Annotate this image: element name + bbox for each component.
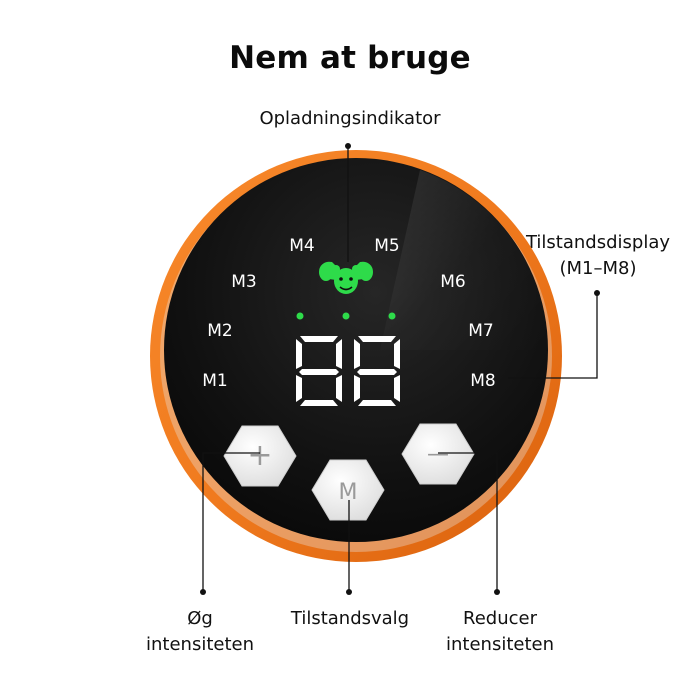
increase-intensity-button[interactable]: +	[223, 425, 297, 487]
screen-glare	[380, 170, 548, 350]
mode-label-m8: M8	[470, 371, 495, 391]
mode-label-m5: M5	[374, 236, 399, 256]
callout-charging-indicator: Opladningsindikator	[259, 108, 441, 129]
indicator-dot-center	[342, 312, 350, 320]
callout-dot-mode-display	[594, 290, 600, 296]
minus-icon: —	[427, 442, 449, 467]
callout-dot-mode-select	[346, 589, 352, 595]
plus-icon: +	[247, 438, 272, 473]
page-title: Nem at bruge	[229, 40, 471, 76]
callout-mode-display: Tilstandsdisplay (M1–M8)	[525, 232, 671, 279]
indicator-dot-right	[388, 312, 396, 320]
mode-label-m2: M2	[207, 321, 232, 341]
callout-line-decrease	[438, 452, 498, 592]
mode-label-m7: M7	[468, 321, 493, 341]
mode-label-m4: M4	[289, 236, 314, 256]
callout-increase-intensity: Øg intensiteten	[146, 608, 254, 655]
callout-dot-increase	[200, 589, 206, 595]
mode-label-m3: M3	[231, 272, 256, 292]
digit-left	[296, 336, 342, 406]
callout-decrease-intensity: Reducer intensiteten	[446, 608, 554, 655]
seven-segment-display	[296, 336, 400, 406]
callout-dots	[200, 143, 600, 595]
mode-select-button[interactable]: M	[311, 459, 385, 521]
callout-dot-charging	[345, 143, 351, 149]
callout-line-mode-display	[508, 293, 598, 379]
decrease-intensity-button[interactable]: —	[401, 423, 475, 485]
digit-right	[354, 336, 400, 406]
mode-label-m6: M6	[440, 272, 465, 292]
indicator-dot-left	[296, 312, 304, 320]
muscle-mascot-icon	[319, 261, 373, 294]
mode-icon: M	[339, 480, 358, 505]
callout-line-increase	[202, 452, 260, 592]
mode-label-m1: M1	[202, 371, 227, 391]
callout-lines	[202, 146, 598, 592]
callout-dot-decrease	[494, 589, 500, 595]
callout-mode-select: Tilstandsvalg	[290, 608, 410, 629]
